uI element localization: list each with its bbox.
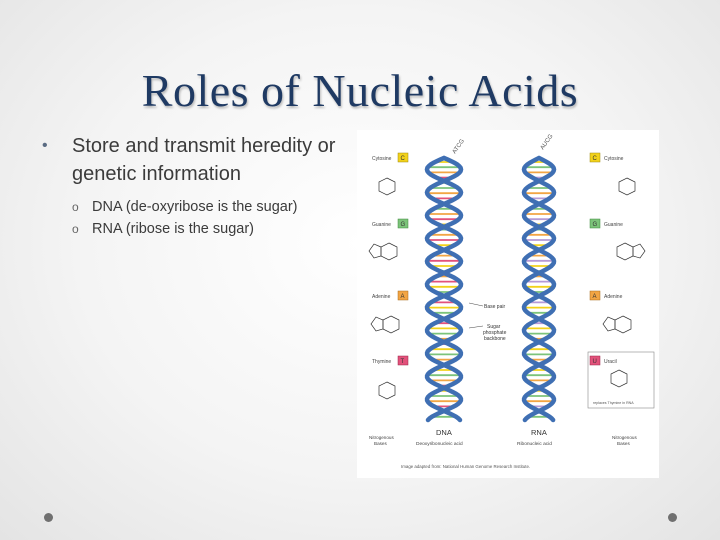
slide-title: Roles of Nucleic Acids <box>141 65 579 116</box>
sugar-phosphate-backbone <box>424 155 464 423</box>
image-credit: Image adapted from: National Human Genom… <box>401 464 530 469</box>
sugar-phosphate-backbone <box>521 155 557 423</box>
adenine-ring-icon <box>370 316 384 332</box>
left-base-letter: A <box>401 294 405 300</box>
guanine-swatch <box>589 218 601 229</box>
right-base-letter: C <box>593 156 598 162</box>
decorative-dot-icon <box>668 513 677 522</box>
sugar-phosphate-backbone <box>424 155 464 423</box>
guanine-molecule-icon <box>616 242 634 261</box>
molecule-structures <box>368 177 646 400</box>
sub-bullet-list: o DNA (de-oxyribose is the sugar) o RNA … <box>72 196 372 240</box>
backbone-label: phosphate <box>483 330 507 336</box>
cytosine-molecule-icon <box>618 177 636 196</box>
right-base-label: Guanine <box>604 222 623 228</box>
thymine-swatch <box>397 355 409 366</box>
adenine-molecule-icon <box>382 315 400 334</box>
adenine-swatch <box>589 290 601 301</box>
rna-label: RNA <box>531 428 547 437</box>
rna-sequence-label: AUCG <box>540 133 555 151</box>
bullet-item: • Store and transmit heredity or genetic… <box>42 132 372 188</box>
rna-full-name: Ribonucleic acid <box>517 441 552 447</box>
sub-bullet-item: o DNA (de-oxyribose is the sugar) <box>72 196 372 218</box>
thymine-molecule-icon <box>378 381 396 400</box>
adenine-molecule-icon <box>614 315 632 334</box>
adenine-swatch <box>397 290 409 301</box>
cytosine-molecule-icon <box>378 177 396 196</box>
sub-bullet-text: RNA (ribose is the sugar) <box>92 221 254 237</box>
helix-group <box>424 155 557 423</box>
right-base-label: Cytosine <box>604 156 624 162</box>
nitrogenous-bases-right: Bases <box>617 441 630 446</box>
uracil-molecule-icon <box>610 369 628 388</box>
left-base-letter: C <box>401 156 406 162</box>
bullet-text: Store and transmit heredity or genetic i… <box>72 135 336 185</box>
backbone-label: backbone <box>484 336 506 342</box>
circle-bullet-icon: o <box>72 200 79 214</box>
left-base-legend: Cytosine C Guanine G Adenine A Thymine T <box>372 152 409 366</box>
base-pair-label: Base pair <box>484 304 505 310</box>
bullet-dot-icon: • <box>42 137 48 154</box>
guanine-ring-icon <box>368 243 382 259</box>
base-pair-pointer <box>468 302 484 307</box>
dna-label: DNA <box>436 428 452 437</box>
right-base-letter: A <box>593 294 597 300</box>
dna-rna-figure: Cytosine C Guanine G Adenine A Thymine T… <box>357 130 659 478</box>
left-base-letter: T <box>401 359 405 365</box>
left-base-label: Guanine <box>372 222 391 228</box>
guanine-swatch <box>397 218 409 229</box>
uracil-panel <box>587 351 655 409</box>
left-base-label: Thymine <box>372 359 391 365</box>
dna-rna-diagram: Cytosine C Guanine G Adenine A Thymine T… <box>368 133 655 469</box>
dna-helix <box>424 155 464 423</box>
uracil-note: replaces Thymine in RNA <box>593 401 634 405</box>
left-base-label: Cytosine <box>372 156 392 162</box>
cytosine-swatch <box>397 152 409 163</box>
dna-full-name: Deoxyribonucleic acid <box>416 441 463 447</box>
sub-bullet-item: o RNA (ribose is the sugar) <box>72 218 372 240</box>
right-base-label: Uracil <box>604 359 617 365</box>
guanine-molecule-icon <box>380 242 398 261</box>
cytosine-swatch <box>589 152 601 163</box>
left-base-letter: G <box>401 222 406 228</box>
sugar-phosphate-backbone <box>521 155 557 423</box>
bullet-list: • Store and transmit heredity or genetic… <box>42 132 372 240</box>
right-base-label: Adenine <box>604 294 623 300</box>
nitrogenous-bases-left: Nitrogenous <box>369 435 394 440</box>
right-base-letter: G <box>593 222 598 228</box>
right-base-legend: C Cytosine G Guanine A Adenine U Uracil … <box>587 152 655 409</box>
nitrogenous-bases-left: Bases <box>374 441 387 446</box>
circle-bullet-icon: o <box>72 222 79 236</box>
dna-sequence-label: ATCG <box>452 138 466 155</box>
sub-bullet-text: DNA (de-oxyribose is the sugar) <box>92 199 298 215</box>
backbone-pointer <box>468 325 484 329</box>
adenine-ring-icon <box>602 316 616 332</box>
rna-helix <box>521 155 557 423</box>
guanine-ring-icon <box>632 243 646 259</box>
right-base-letter: U <box>593 359 597 365</box>
backbone-label: Sugar <box>487 324 501 330</box>
uracil-swatch <box>589 355 601 366</box>
nitrogenous-bases-right: Nitrogenous <box>612 435 637 440</box>
decorative-dot-icon <box>44 513 53 522</box>
left-base-label: Adenine <box>372 294 391 300</box>
